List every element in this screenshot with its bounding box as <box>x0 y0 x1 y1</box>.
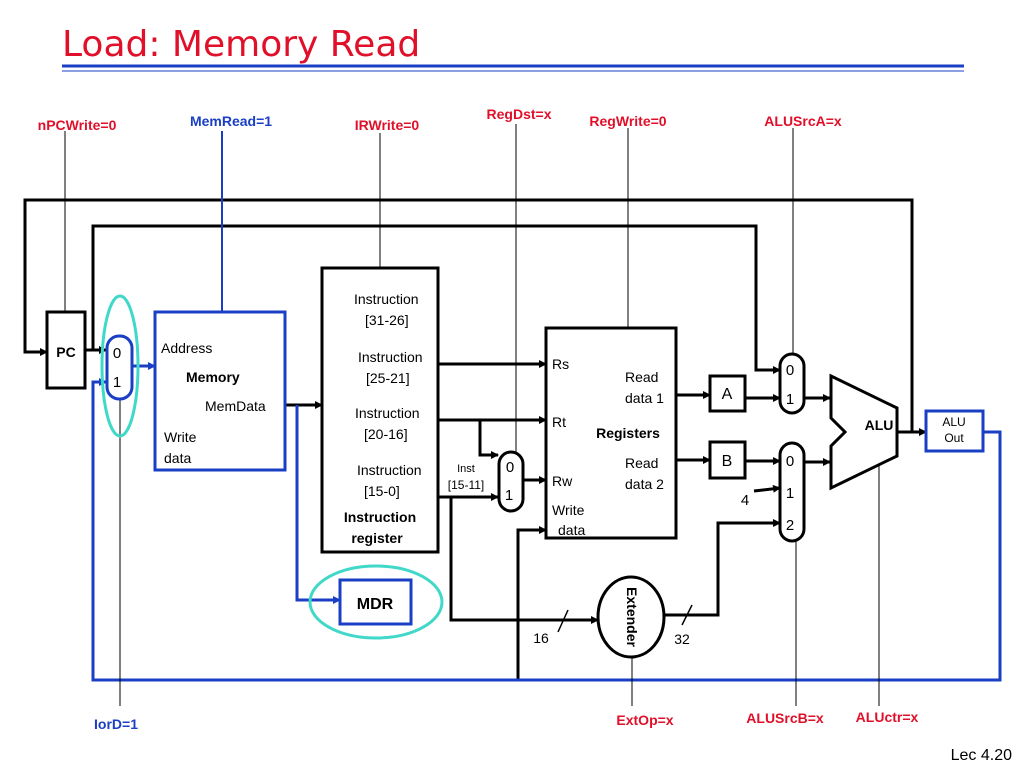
signal-memread: MemRead=1 <box>190 113 272 129</box>
signal-alusrca: ALUSrcA=x <box>764 113 842 129</box>
mdr-register <box>338 578 413 626</box>
register-file <box>544 326 678 540</box>
ir-field2-a: Instruction <box>358 349 423 365</box>
signal-regwrite: RegWrite=0 <box>589 113 666 129</box>
ir-field2-b: [25-21] <box>366 370 410 386</box>
signal-regdst: RegDst=x <box>487 106 552 122</box>
width-slash-32 <box>681 604 693 626</box>
iord-mux-in1: 1 <box>113 374 121 391</box>
alusrcb-mux <box>778 441 806 543</box>
signal-iord: IorD=1 <box>94 716 138 732</box>
memory-writedata-2: data <box>164 450 191 466</box>
iord-mux <box>105 334 134 401</box>
regdst-mux <box>497 450 525 513</box>
alusrca-mux-in1: 1 <box>786 391 794 408</box>
blue-wires <box>91 362 1002 682</box>
memory-address-label: Address <box>161 340 212 356</box>
reg-a-label: A <box>722 386 733 403</box>
regfile-write-1: Write <box>552 502 585 518</box>
regfile-read2-b: data 2 <box>625 476 664 492</box>
regdst-inst-2: [15-11] <box>448 478 484 492</box>
regdst-mux-in1: 1 <box>505 487 513 504</box>
aluout-register <box>924 409 985 453</box>
control-lines <box>64 124 880 706</box>
extender-width-in: 16 <box>533 630 549 646</box>
signal-aluctr: ALUctr=x <box>856 709 919 725</box>
pc-register <box>45 310 87 390</box>
regfile-rw: Rw <box>552 473 573 489</box>
ir-field1-a: Instruction <box>354 291 419 307</box>
memory-memdata-label: MemData <box>205 398 266 414</box>
ir-field4-b: [15-0] <box>364 483 400 499</box>
iord-highlight <box>100 294 140 438</box>
regfile-read1-b: data 1 <box>625 390 664 406</box>
black-wires <box>23 198 927 680</box>
aluout-line2: Out <box>944 431 964 445</box>
regdst-inst-1: Inst <box>457 463 475 475</box>
iord-mux-in0: 0 <box>113 345 121 362</box>
extender-width-out: 32 <box>674 631 690 647</box>
reg-b-label: B <box>722 453 733 470</box>
signal-alusrcb: ALUSrcB=x <box>746 710 824 726</box>
ir-field4-a: Instruction <box>357 462 422 478</box>
signal-npcwrite: nPCWrite=0 <box>38 117 117 133</box>
alusrcb-mux-in2: 2 <box>786 517 794 534</box>
alu-label: ALU <box>865 417 894 433</box>
aluout-line1: ALU <box>942 415 965 429</box>
alusrca-mux-in0: 0 <box>786 362 794 379</box>
const-four: 4 <box>741 492 749 509</box>
memory-block <box>153 310 287 472</box>
alusrcb-mux-in1: 1 <box>786 485 794 502</box>
alu <box>829 373 899 491</box>
reg-a <box>708 374 747 413</box>
mdr-highlight <box>308 564 444 640</box>
slide-title: Load: Memory Read <box>62 24 420 65</box>
ir-field3-a: Instruction <box>355 405 420 421</box>
regfile-read2-a: Read <box>625 455 658 471</box>
regfile-rt: Rt <box>552 414 566 430</box>
pc-label: PC <box>56 344 75 360</box>
regdst-mux-in0: 0 <box>506 459 514 476</box>
memory-writedata-1: Write <box>164 429 197 445</box>
regfile-name: Registers <box>596 425 660 441</box>
ir-name-1: Instruction <box>344 509 416 525</box>
width-slash-16 <box>557 609 569 633</box>
regfile-rs: Rs <box>552 356 569 372</box>
alusrca-mux <box>778 352 806 415</box>
sign-extender <box>596 575 666 659</box>
signal-extop: ExtOp=x <box>616 712 673 728</box>
regfile-write-2: data <box>558 522 585 538</box>
alusrcb-mux-in0: 0 <box>786 453 794 470</box>
ir-field1-b: [31-26] <box>365 312 409 328</box>
mdr-label: MDR <box>357 596 394 613</box>
reg-b <box>708 440 747 480</box>
memory-name: Memory <box>186 369 240 385</box>
instruction-register <box>320 266 440 554</box>
regfile-read1-a: Read <box>625 369 658 385</box>
ir-field3-b: [20-16] <box>364 426 408 442</box>
slide-number: Lec 4.20 <box>951 747 1012 764</box>
extender-label: Extender <box>624 587 640 647</box>
signal-irwrite: IRWrite=0 <box>355 117 420 133</box>
ir-name-2: register <box>351 530 403 546</box>
